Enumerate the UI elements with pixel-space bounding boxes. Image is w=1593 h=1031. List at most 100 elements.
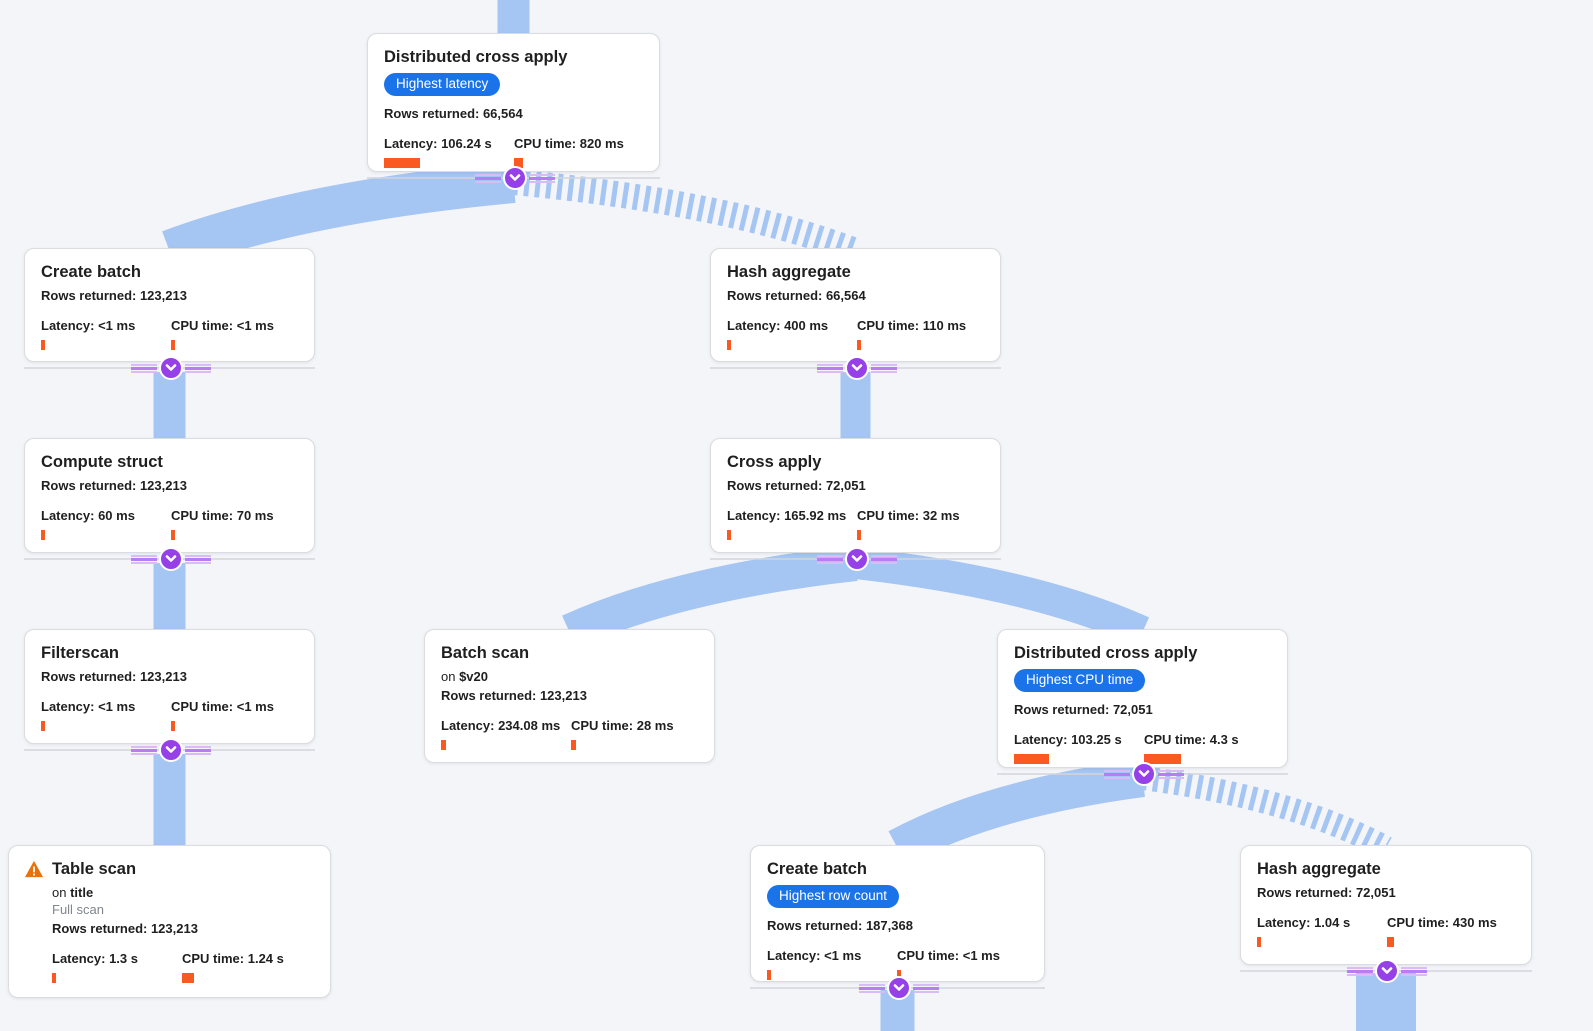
latency-label: Latency: 400 ms: [727, 318, 829, 333]
cpu-time-bar: [1144, 753, 1181, 764]
chevron-down-icon[interactable]: [158, 738, 183, 762]
metrics-row: Latency: 1.3 s CPU time: 1.24 s: [52, 951, 314, 983]
connector-stripes: [912, 983, 939, 993]
connector-stripes: [130, 554, 157, 564]
rows-returned: Rows returned: 187,368: [767, 917, 913, 933]
node-title: Create batch: [41, 263, 141, 281]
chevron-down-icon[interactable]: [886, 976, 911, 1000]
cpu-time-bar: [171, 721, 175, 731]
connector-stripes: [184, 363, 211, 373]
expand-collapse-button[interactable]: [816, 356, 897, 380]
metrics-row: Latency: 400 ms CPU time: 110 ms: [727, 318, 984, 350]
latency-label: Latency: 165.92 ms: [727, 508, 847, 523]
expand-collapse-button[interactable]: [130, 547, 211, 571]
latency-label: Latency: <1 ms: [767, 947, 862, 963]
expand-collapse-button[interactable]: [1347, 959, 1427, 983]
cpu-time-label: CPU time: <1 ms: [171, 699, 274, 714]
latency-bar: [727, 530, 731, 540]
warning-triangle-icon: [24, 860, 44, 883]
flow-edge-solid: [162, 161, 516, 271]
expand-collapse-button[interactable]: [816, 547, 897, 571]
cpu-time-bar: [171, 340, 175, 350]
connector-stripes: [130, 745, 157, 755]
cpu-time-label: CPU time: <1 ms: [897, 947, 1000, 963]
rows-returned: Rows returned: 123,213: [41, 288, 187, 303]
node-title: Compute struct: [41, 453, 163, 471]
chevron-down-icon[interactable]: [502, 166, 527, 190]
metrics-row: Latency: <1 ms CPU time: <1 ms: [767, 948, 1028, 980]
rows-returned: Rows returned: 66,564: [727, 288, 866, 303]
cpu-time-label: CPU time: 70 ms: [171, 508, 274, 523]
expand-collapse-button[interactable]: [130, 738, 211, 762]
status-badge: Highest latency: [384, 73, 501, 96]
chevron-down-icon[interactable]: [844, 356, 869, 380]
cpu-time-label: CPU time: 4.3 s: [1144, 731, 1239, 747]
cpu-time-label: CPU time: 1.24 s: [182, 951, 284, 966]
node-title: Cross apply: [727, 453, 822, 471]
node-title: Create batch: [767, 860, 867, 878]
connector-stripes: [474, 173, 501, 183]
expand-collapse-button[interactable]: [858, 976, 939, 1000]
connector-stripes: [1103, 769, 1130, 779]
metrics-row: Latency: 234.08 ms CPU time: 28 ms: [441, 718, 698, 750]
chevron-down-icon[interactable]: [158, 547, 183, 571]
cpu-time-label: CPU time: 110 ms: [857, 318, 967, 333]
cpu-time-bar: [514, 157, 523, 168]
latency-label: Latency: 1.3 s: [52, 951, 138, 966]
latency-bar: [384, 157, 420, 168]
latency-bar: [1257, 937, 1261, 947]
connector-stripes: [870, 363, 897, 373]
cpu-time-label: CPU time: 32 ms: [857, 508, 960, 523]
expand-collapse-button[interactable]: [474, 166, 555, 190]
connector-stripes: [1401, 966, 1427, 976]
latency-bar: [41, 340, 45, 350]
latency-label: Latency: 234.08 ms: [441, 718, 561, 733]
latency-bar: [441, 740, 446, 750]
cpu-time-label: CPU time: 28 ms: [571, 718, 674, 733]
metrics-row: Latency: 165.92 ms CPU time: 32 ms: [727, 508, 984, 540]
chevron-down-icon[interactable]: [844, 547, 869, 571]
connector-stripes: [184, 745, 211, 755]
chevron-down-icon[interactable]: [158, 356, 183, 380]
expand-collapse-button[interactable]: [130, 356, 211, 380]
chevron-down-icon[interactable]: [1375, 959, 1399, 983]
latency-bar: [41, 721, 45, 731]
flow-edge-hatched: [512, 169, 861, 264]
rows-returned: Rows returned: 123,213: [41, 478, 187, 493]
cpu-time-bar: [857, 530, 861, 540]
connector-stripes: [1157, 769, 1184, 779]
connector-stripes: [184, 554, 211, 564]
node-title: Distributed cross apply: [1014, 644, 1198, 662]
latency-bar: [727, 340, 731, 350]
cpu-time-label: CPU time: 430 ms: [1387, 915, 1497, 930]
node-title: Batch scan: [441, 644, 530, 662]
metrics-row: Latency: 103.25 s CPU time: 4.3 s: [1014, 732, 1271, 764]
rows-returned: Rows returned: 123,213: [441, 688, 587, 703]
cpu-time-bar: [571, 740, 576, 750]
rows-returned: Rows returned: 123,213: [52, 921, 198, 936]
scan-target: on $v20: [441, 669, 488, 684]
chevron-down-icon[interactable]: [1131, 762, 1156, 786]
latency-label: Latency: <1 ms: [41, 318, 136, 333]
latency-bar: [767, 969, 771, 980]
latency-label: Latency: 103.25 s: [1014, 731, 1122, 747]
node-title: Hash aggregate: [727, 263, 851, 281]
expand-collapse-button[interactable]: [1103, 762, 1184, 786]
cpu-time-bar: [897, 969, 901, 980]
